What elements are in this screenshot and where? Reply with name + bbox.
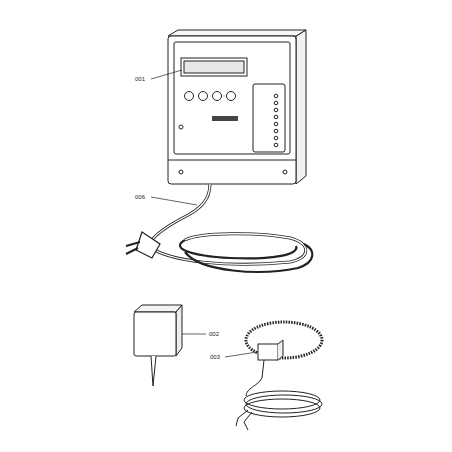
sensor-head [258, 344, 278, 360]
callout-number: 003 [209, 354, 221, 360]
indicator-led [274, 101, 278, 105]
leader-line [225, 352, 257, 357]
sensor-box [134, 305, 182, 386]
indicator-led [274, 108, 278, 112]
logo-mark [212, 116, 238, 121]
sensor-probe [151, 356, 156, 386]
wire-end [244, 412, 252, 430]
sensor-wire [246, 360, 264, 396]
indicator-led [274, 129, 278, 133]
wire-end [236, 410, 248, 426]
screw-hole [283, 170, 287, 174]
leader-line [182, 334, 206, 335]
wire-coil [246, 395, 322, 413]
sensor-top [134, 305, 182, 312]
sensor-front [134, 312, 176, 356]
indicator-leds [274, 94, 278, 147]
strap-spring [246, 322, 322, 358]
button [213, 92, 222, 101]
indicator-led [274, 94, 278, 98]
button [199, 92, 208, 101]
indicator-frame [253, 84, 285, 152]
plug-pin [126, 248, 138, 254]
bezel [174, 42, 290, 154]
leader-line [151, 197, 197, 205]
indicator-led [274, 115, 278, 119]
sensor-head-side [278, 340, 283, 360]
plug-body [136, 232, 160, 258]
indicator-led [274, 122, 278, 126]
strap-sensor [236, 322, 322, 430]
housing-top [168, 30, 306, 36]
cable-coil [185, 244, 312, 272]
display-frame [181, 58, 247, 76]
housing-side [296, 30, 306, 184]
callout-number: 001 [134, 76, 146, 82]
display-screen [184, 61, 244, 73]
leader-line [151, 70, 182, 79]
housing-base-line [168, 160, 296, 161]
controller-housing [168, 30, 306, 184]
indicator-led [274, 143, 278, 147]
wire-coil [244, 391, 320, 409]
button [227, 92, 236, 101]
buttons [185, 92, 239, 122]
callout-number: 002 [208, 331, 220, 337]
indicator-led [274, 136, 278, 140]
cable-inner [152, 184, 210, 240]
plug-pin [126, 242, 140, 246]
indicator-panel [253, 84, 285, 152]
callout-number: 006 [134, 194, 146, 200]
button [185, 92, 194, 101]
display [181, 58, 247, 76]
cable-coil [150, 234, 306, 265]
leader-lines [151, 70, 257, 357]
sensor-side [176, 305, 182, 356]
screw-hole [179, 170, 183, 174]
wire-coil [244, 399, 320, 417]
screw-hole [179, 125, 183, 129]
housing-front [168, 36, 296, 184]
cable-outer [152, 184, 210, 240]
mains-cable [126, 184, 312, 272]
cable-coil [180, 240, 296, 258]
cable-coil-inner [150, 234, 306, 265]
